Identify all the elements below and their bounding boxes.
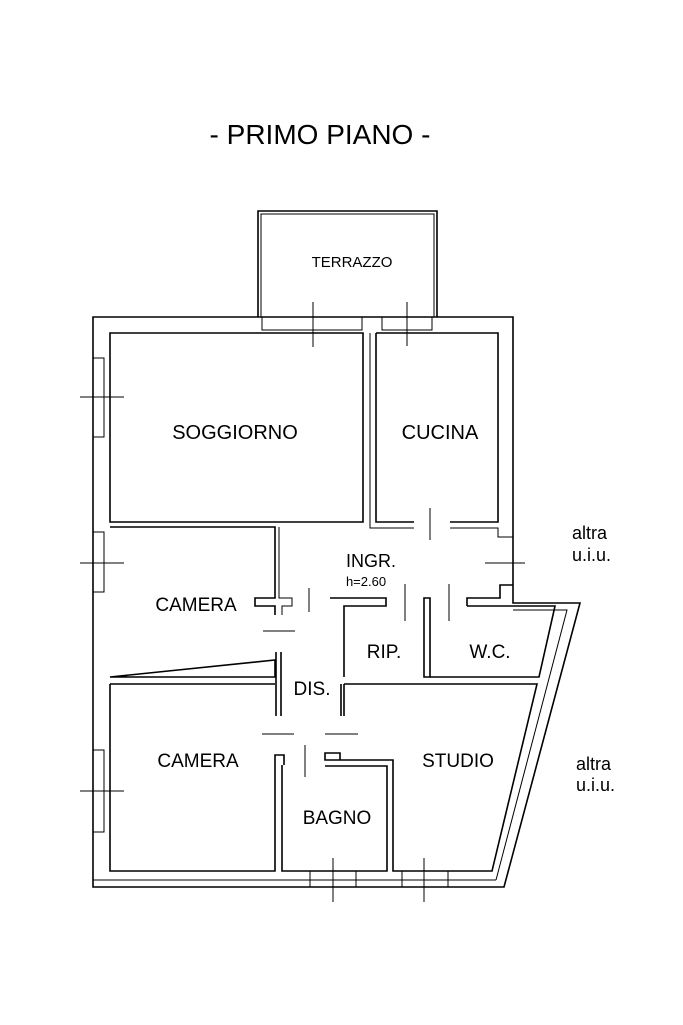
labels: TERRAZZO SOGGIORNO CUCINA INGR. h=2.60 C… bbox=[155, 254, 615, 829]
studio-wall bbox=[324, 683, 539, 872]
label-cucina: CUCINA bbox=[402, 422, 479, 444]
rip-wall bbox=[330, 597, 387, 677]
rip-wc-wall bbox=[423, 597, 431, 678]
plan-title: - PRIMO PIANO - bbox=[210, 119, 431, 150]
windows bbox=[80, 302, 525, 902]
doors bbox=[262, 508, 450, 777]
camera2-wall bbox=[109, 683, 285, 872]
terrace-outline bbox=[257, 210, 438, 317]
label-studio: STUDIO bbox=[422, 751, 494, 772]
label-rip: RIP. bbox=[367, 642, 402, 663]
label-soggiorno: SOGGIORNO bbox=[172, 422, 298, 444]
label-neighbor-lower-1: altra bbox=[576, 754, 612, 774]
label-neighbor-upper-2: u.i.u. bbox=[572, 545, 611, 565]
label-neighbor-upper-1: altra bbox=[572, 523, 608, 543]
label-dis: DIS. bbox=[294, 679, 331, 700]
label-ingresso: INGR. bbox=[346, 551, 396, 571]
label-height: h=2.60 bbox=[346, 574, 386, 589]
camera1-wall bbox=[109, 526, 276, 678]
dis-wall-left bbox=[275, 652, 282, 716]
label-neighbor-lower-2: u.i.u. bbox=[576, 775, 615, 795]
label-wc: W.C. bbox=[469, 642, 510, 663]
label-camera-2: CAMERA bbox=[157, 751, 239, 772]
label-camera-1: CAMERA bbox=[155, 595, 237, 616]
cucina-wall bbox=[375, 332, 499, 523]
outer-wall bbox=[92, 316, 582, 888]
soggiorno-wall bbox=[109, 332, 364, 523]
wc-wall bbox=[430, 605, 557, 678]
walls bbox=[92, 210, 582, 888]
bagno-wall bbox=[281, 765, 388, 872]
label-terrazzo: TERRAZZO bbox=[312, 254, 393, 271]
label-bagno: BAGNO bbox=[303, 808, 372, 829]
